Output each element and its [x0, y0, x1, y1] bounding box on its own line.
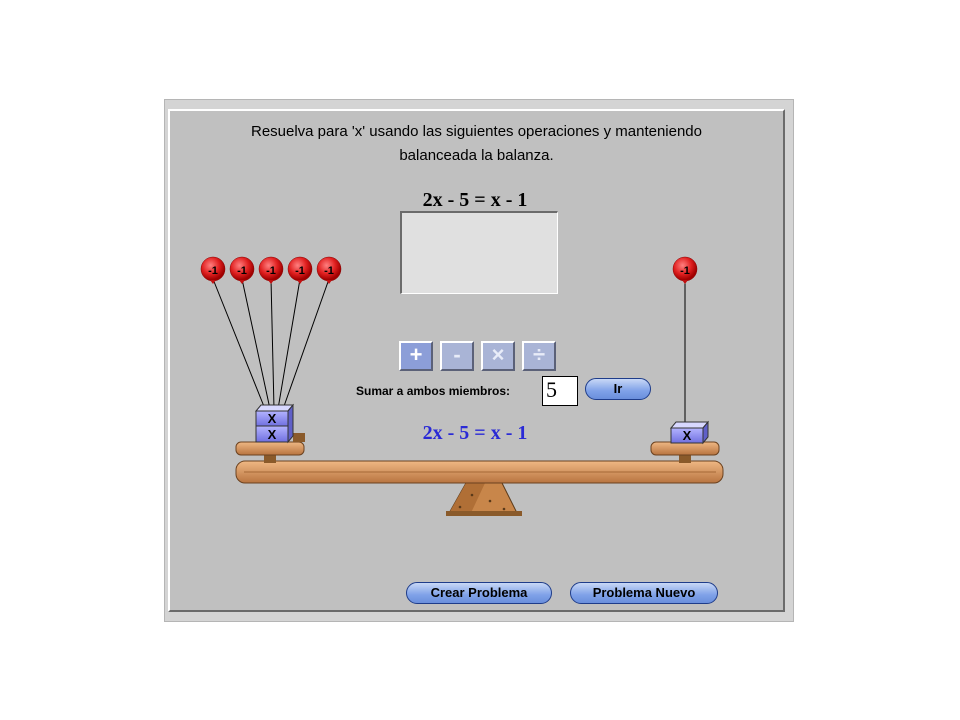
- fulcrum: [446, 482, 522, 516]
- instructions-line-2: balanceada la balanza.: [399, 147, 554, 164]
- operand-input[interactable]: 5: [542, 376, 578, 406]
- new-problem-button[interactable]: Problema Nuevo: [570, 582, 718, 604]
- operation-label: Sumar a ambos miembros:: [356, 384, 511, 398]
- right-x-block: [669, 420, 710, 445]
- applet-frame: Resuelva para 'x' usando las siguientes …: [164, 99, 794, 622]
- left-x-block-bottom: [255, 403, 294, 444]
- instructions-line-1: Resuelva para 'x' usando las siguientes …: [250, 123, 702, 140]
- balloon-label: -1: [295, 265, 305, 277]
- balloon: -1: [672, 256, 698, 284]
- left-block-label-2: X: [268, 427, 277, 442]
- left-block-label-1: X: [268, 411, 277, 426]
- balloon-label: -1: [266, 265, 276, 277]
- left-pan: [235, 433, 305, 463]
- create-problem-button[interactable]: Crear Problema: [406, 582, 552, 604]
- balance-beam: [235, 460, 724, 484]
- balloon: -1: [229, 256, 255, 284]
- balance-scale: X X X -1 -1 -1 -1: [200, 256, 724, 516]
- balance-applet: Resuelva para 'x' usando las siguientes …: [168, 109, 785, 612]
- add-operation-button[interactable]: +: [399, 341, 433, 371]
- balloon-label: -1: [680, 265, 690, 277]
- balloon: -1: [258, 256, 284, 284]
- subtract-operation-button[interactable]: -: [440, 341, 474, 371]
- balloon-label: -1: [324, 265, 334, 277]
- balloon-label: -1: [237, 265, 247, 277]
- result-equation: 2x - 5 = x - 1: [422, 422, 528, 444]
- balloon: -1: [316, 256, 342, 284]
- work-area: [400, 211, 558, 294]
- right-block-label: X: [683, 428, 692, 443]
- problem-equation: 2x - 5 = x - 1: [422, 189, 528, 211]
- balloon: -1: [287, 256, 313, 284]
- balloon: -1: [200, 256, 226, 284]
- right-pan: [650, 441, 720, 463]
- multiply-operation-button[interactable]: ×: [481, 341, 515, 371]
- balloon-strings: [212, 278, 686, 423]
- go-button[interactable]: Ir: [585, 378, 651, 400]
- divide-operation-button[interactable]: ÷: [522, 341, 556, 371]
- balloon-label: -1: [208, 265, 218, 277]
